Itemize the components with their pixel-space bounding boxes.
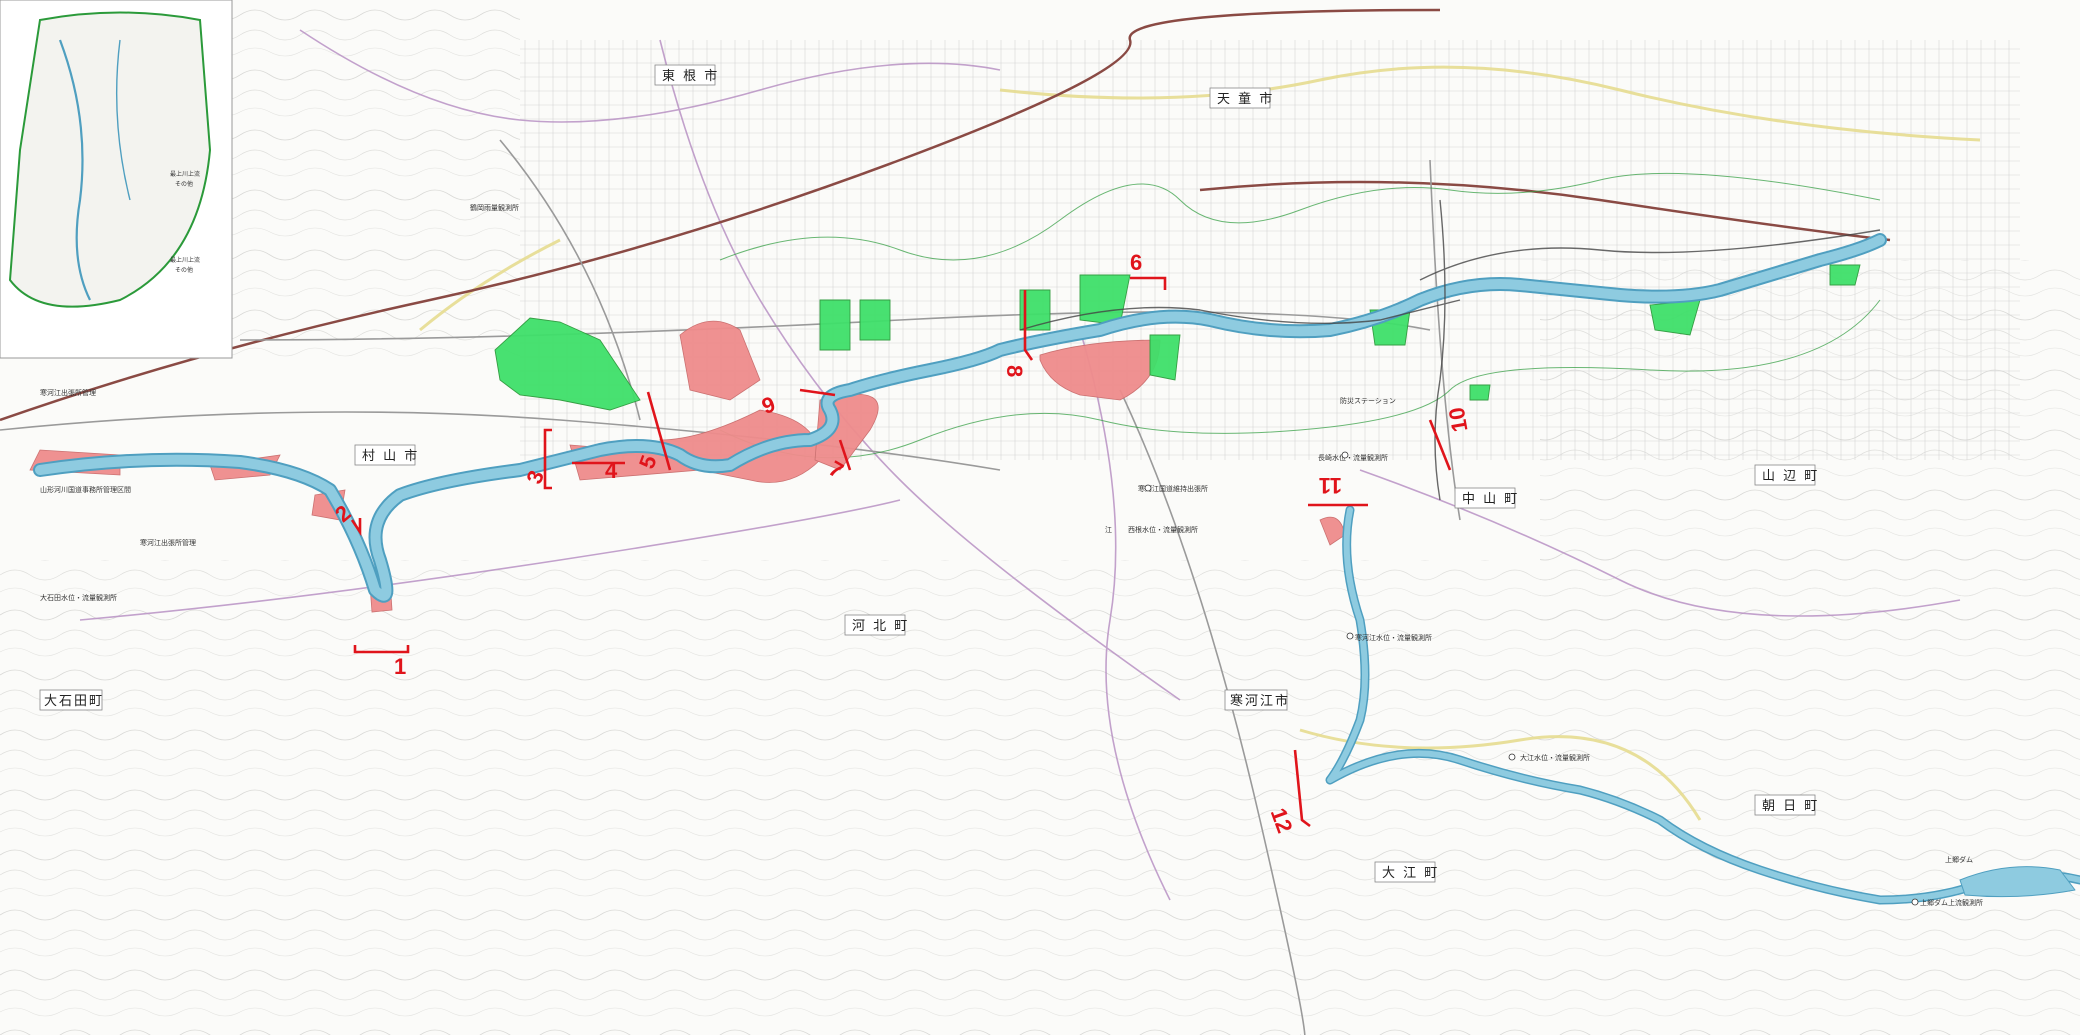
inset-basin	[8, 11, 212, 308]
label-asahi-dam: 上郷ダム	[1945, 855, 1973, 864]
district-boundaries	[419, 65, 1981, 821]
label-sagae-office-prefix: 江	[1105, 526, 1112, 534]
label-yamanobe: 山 辺 町	[1762, 469, 1819, 484]
section-number-8: 8	[1002, 365, 1027, 377]
station-marker-oe	[1508, 753, 1516, 761]
bracket-2	[350, 518, 362, 537]
green-zone-a	[819, 299, 851, 351]
label-murayama-boundary: 山形河川国道事務所管理区間	[40, 485, 131, 494]
bracket-7	[838, 439, 852, 471]
inset-label-4: その他	[175, 266, 193, 274]
inset-river	[58, 39, 91, 301]
label-sagae-water-station: 寒河江水位・流量観測所	[1355, 633, 1432, 642]
section-number-1: 1	[394, 654, 406, 679]
label-asahi: 朝 日 町	[1762, 799, 1819, 814]
station-markers	[1144, 451, 1919, 906]
bracket-10	[1428, 419, 1452, 471]
bracket-8	[1023, 290, 1034, 361]
section-brackets	[350, 276, 1452, 828]
management-boundary-line	[719, 172, 1881, 459]
inset-map: 最上川上流 その他 最上川上流 その他	[0, 0, 233, 359]
green-zone-higashine	[494, 317, 641, 411]
label-oishida-station: 大石田水位・流量観測所	[40, 593, 117, 602]
inset-label-1: 最上川上流	[170, 170, 200, 178]
label-nagasaki-station: 長崎水位・流量観測所	[1318, 453, 1388, 462]
urban-grid	[520, 40, 2020, 460]
label-tendo: 天 童 市	[1217, 91, 1274, 107]
bracket-6	[1130, 276, 1167, 290]
label-kahoku: 河 北 町	[852, 619, 909, 634]
facility-labels: 寒河江国道維持出張所 江 西根水位・流量観測所 長崎水位・流量観測所 寒河江出張…	[40, 203, 1983, 907]
station-marker-sagae	[1144, 484, 1152, 492]
station-marker-upstream	[1911, 898, 1919, 906]
label-oe-station: 大江水位・流量観測所	[1520, 753, 1590, 762]
label-tsuruoka-station: 鶴岡雨量観測所	[470, 203, 519, 212]
inset-label-2: その他	[175, 180, 193, 188]
label-sagae: 寒河江市	[1230, 693, 1290, 709]
label-murayama-office: 寒河江出張所管理	[140, 538, 196, 547]
green-zone-f	[1469, 384, 1491, 401]
station-marker-nagasaki	[1341, 451, 1349, 459]
inset-river-2	[115, 39, 131, 201]
section-number-4: 4	[605, 458, 618, 483]
bracket-9	[799, 388, 836, 397]
section-number-6: 6	[1130, 250, 1142, 275]
bracket-1	[353, 645, 410, 654]
label-sagae-office: 寒河江国道維持出張所	[1138, 484, 1208, 493]
green-protection-zones	[494, 264, 1861, 411]
green-zone-d	[1149, 334, 1181, 381]
green-zone-c	[1019, 289, 1051, 331]
label-higashine: 東 根 市	[662, 68, 719, 84]
label-sagae-jp: 寒河江出張所管理	[40, 388, 96, 397]
mogami-river	[33, 233, 2080, 905]
bracket-3	[543, 428, 552, 490]
label-murayama: 村 山 市	[362, 448, 419, 464]
inset-label-3: 最上川上流	[170, 256, 200, 264]
section-number-10: 10	[1444, 405, 1473, 433]
label-upstream-station: 上郷ダム上流観測所	[1920, 898, 1983, 907]
roads	[0, 139, 1461, 1035]
station-marker-sagae-water	[1346, 632, 1354, 640]
green-zone-h	[1829, 264, 1861, 286]
label-nakayama: 中 山 町	[1462, 492, 1519, 507]
bracket-5	[646, 391, 672, 471]
label-oe: 大 江 町	[1382, 866, 1439, 881]
bracket-12	[1293, 749, 1311, 828]
municipality-labels: 東 根 市 天 童 市 村 山 市 河 北 町 寒河江市 中 山 町 山 辺 町…	[39, 64, 1819, 883]
rail-lines	[1019, 199, 1881, 501]
label-nishine-station: 西根水位・流量観測所	[1128, 525, 1198, 534]
label-oishida: 大石田町	[44, 694, 104, 709]
section-number-11: 11	[1319, 473, 1342, 498]
red-zone-central-north	[679, 320, 761, 401]
label-funagaki: 防災ステーション	[1340, 396, 1396, 405]
green-zone-b	[859, 299, 891, 341]
